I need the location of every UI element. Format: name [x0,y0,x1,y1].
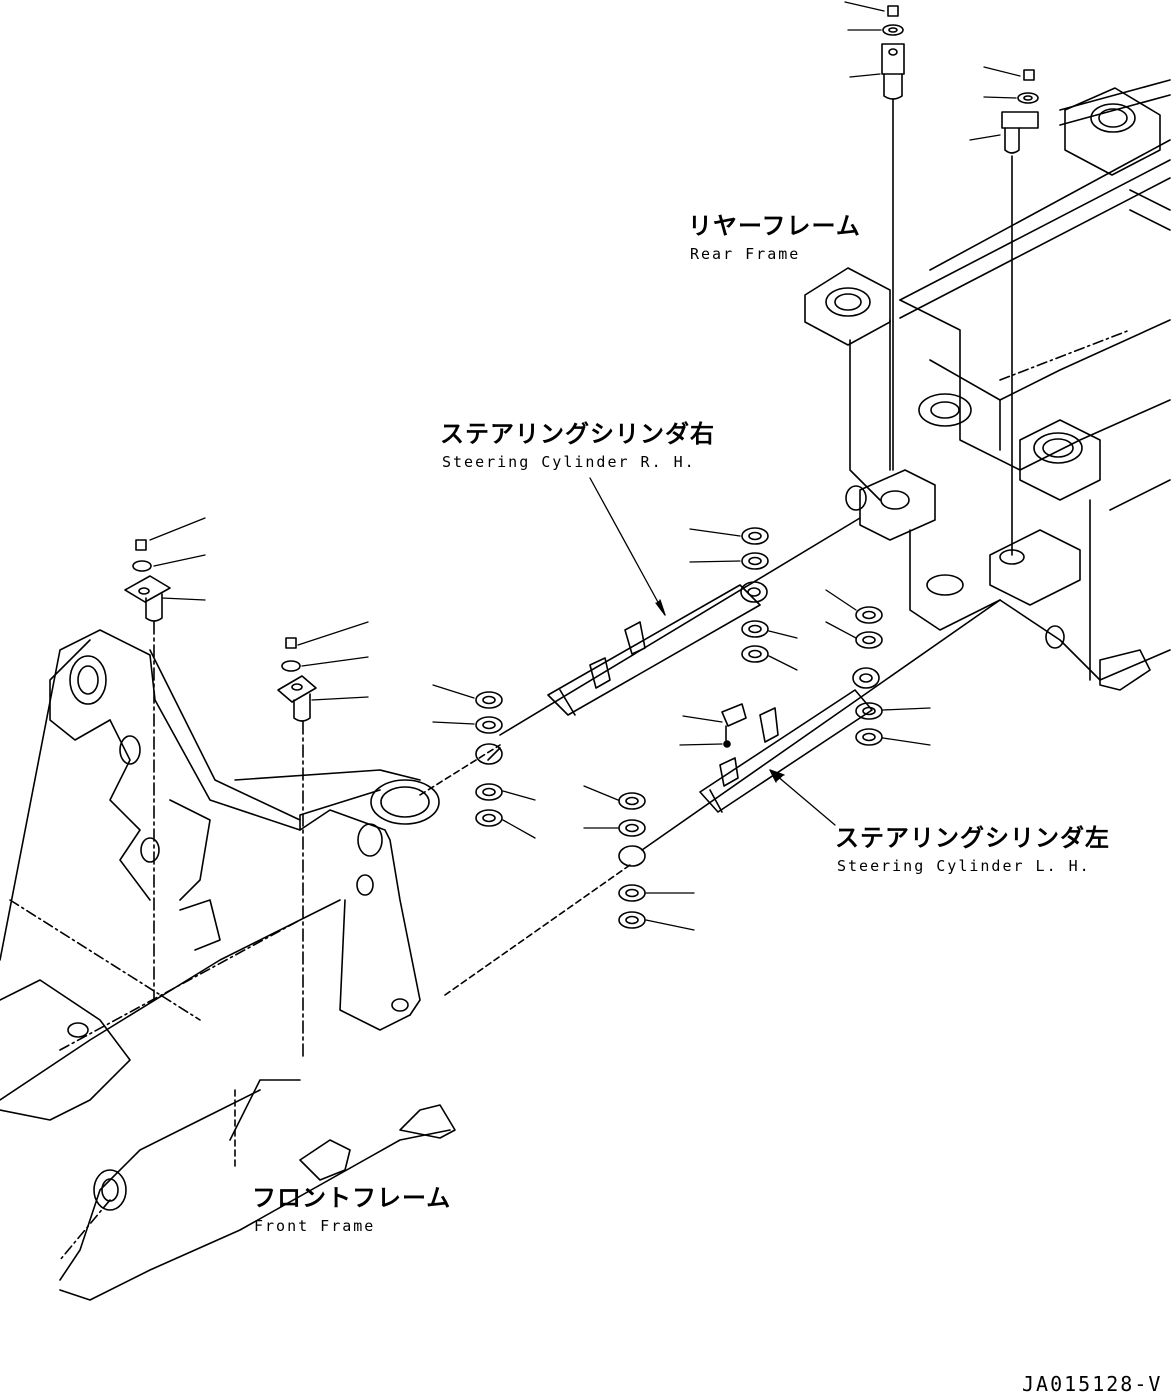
steering-cylinder-rh [419,517,861,796]
steering-cylinder-lh [444,599,1001,996]
leader-lines [149,1,1021,931]
front-frame [0,629,456,1301]
rear-frame-label-jp: リヤーフレーム [688,212,861,240]
drawing-code: JA015128-V [1022,1372,1163,1396]
rear-frame-label-en: Rear Frame [690,245,801,263]
steering-cylinder-rh-label-jp: ステアリングシリンダ右 [440,420,715,448]
pin-assemblies [124,5,1039,1061]
front-frame-label-en: Front Frame [254,1217,376,1235]
front-frame-label-jp: フロントフレーム [252,1184,452,1212]
steering-cylinder-rh-label-en: Steering Cylinder R. H. [442,453,696,471]
washers [475,527,883,929]
steering-cylinder-lh-label-en: Steering Cylinder L. H. [837,857,1091,875]
rear-frame [804,79,1171,691]
steering-cylinder-lh-label-jp: ステアリングシリンダ左 [835,824,1110,852]
